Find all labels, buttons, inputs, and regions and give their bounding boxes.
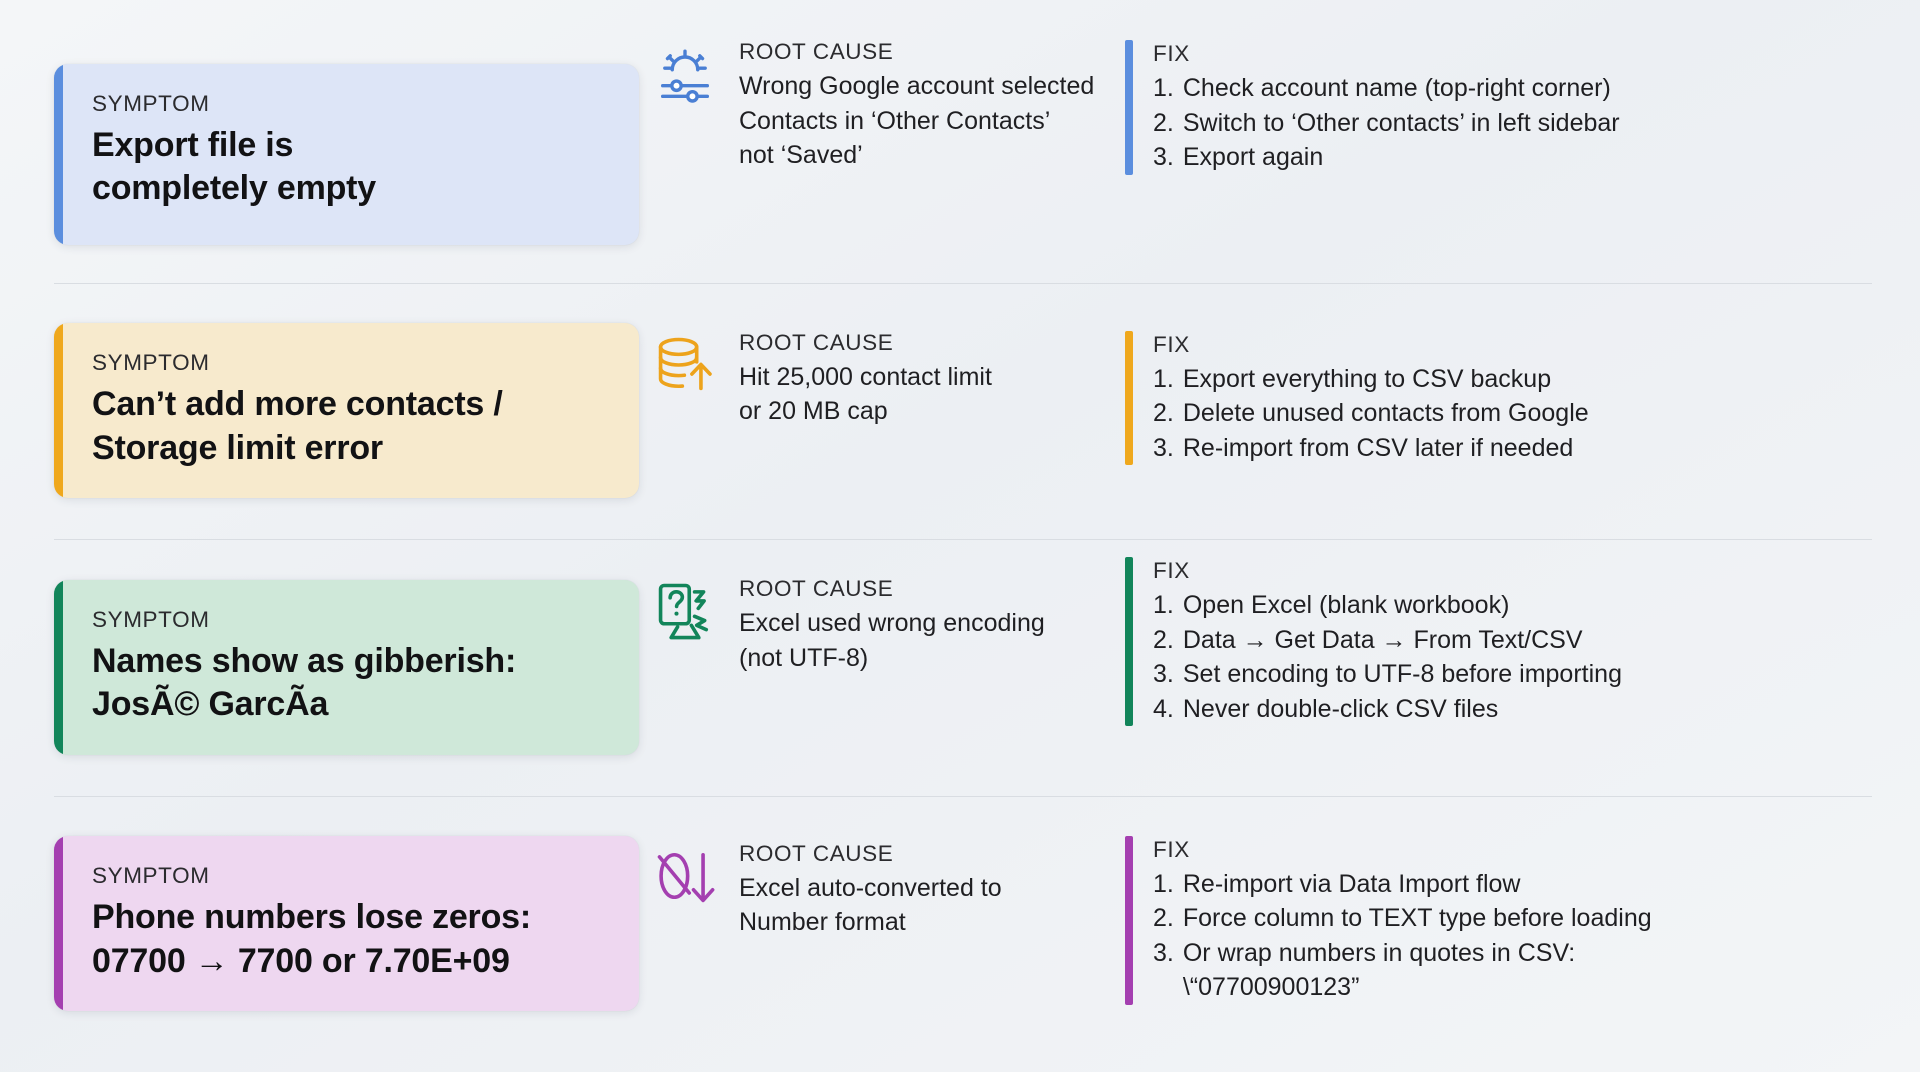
- root-cause-text: Excel auto-converted to Number format: [739, 873, 1002, 937]
- fix-step-number: 1.: [1153, 869, 1174, 898]
- fix-step: 3. Set encoding to UTF-8 before importing: [1153, 657, 1622, 692]
- fix-step-text: Export again: [1182, 143, 1324, 171]
- fix-accent-bar: [1125, 557, 1133, 726]
- card-accent-bar: [54, 579, 63, 755]
- fix-label: FIX: [1153, 836, 1190, 862]
- fix-step-text: Set encoding to UTF-8 before importing: [1182, 660, 1622, 688]
- symptom-label: SYMPTOM: [92, 350, 210, 376]
- troubleshooting-row: SYMPTOM Can’t add more contacts / Storag…: [34, 282, 1886, 540]
- fix-step-text: Re-import via Data Import flow: [1182, 869, 1521, 898]
- symptom-card: SYMPTOM Export file is completely empty: [54, 63, 639, 245]
- fix-step-number: 1.: [1153, 364, 1174, 393]
- fix-step-number: 3.: [1153, 433, 1174, 462]
- fix-step-number: 2.: [1153, 625, 1174, 654]
- fix-step: 2. Delete unused contacts from Google: [1153, 396, 1589, 431]
- fix-step-text: Force column to TEXT type before loading: [1182, 904, 1652, 932]
- fix-step-number: 2.: [1153, 904, 1174, 932]
- fix-step-number: 3.: [1153, 143, 1174, 171]
- fix-block: FIX 1. Open Excel (blank workbook) 2. Data…: [1125, 539, 1886, 726]
- fix-step-number: 1.: [1153, 74, 1174, 102]
- fix-step-number: 1.: [1153, 591, 1174, 619]
- troubleshooting-row: SYMPTOM Names show as gibberish: JosÃ© G…: [34, 539, 1886, 796]
- fix-step: 3. Re-import from CSV later if needed: [1153, 431, 1589, 466]
- root-cause-text: Hit 25,000 contact limit or 20 MB cap: [739, 362, 992, 426]
- fix-step-list: 1. Export everything to CSV backup 2. Dele…: [1153, 362, 1589, 466]
- root-cause-label: ROOT CAUSE: [739, 329, 894, 355]
- symptom-label: SYMPTOM: [92, 90, 210, 116]
- fix-step-number: 2.: [1153, 108, 1174, 137]
- fix-step-text: Switch to ‘Other contacts’ in left sideb…: [1182, 108, 1620, 137]
- fix-block: FIX 1. Export everything to CSV backup 2.…: [1125, 283, 1886, 466]
- root-cause-block: ROOT CAUSE Excel auto-converted to Numbe…: [649, 796, 1124, 940]
- symptom-card: SYMPTOM Phone numbers lose zeros: 07700 …: [54, 836, 639, 1012]
- fix-step: 1. Export everything to CSV backup: [1153, 362, 1589, 397]
- fix-step-text: Data → Get Data → From Text/CSV: [1182, 625, 1583, 654]
- fix-step: 1. Re-import via Data Import flow: [1153, 867, 1652, 902]
- fix-step-number: 4.: [1153, 694, 1174, 723]
- fix-step-text: Check account name (top-right corner): [1182, 74, 1611, 102]
- card-accent-bar: [54, 836, 63, 1012]
- fix-step-text: Delete unused contacts from Google: [1182, 399, 1589, 427]
- fix-step: 1. Open Excel (blank workbook): [1153, 588, 1622, 623]
- fix-step: 3. Export again: [1153, 140, 1620, 175]
- symptom-text: Phone numbers lose zeros: 07700 → 7700 o…: [92, 898, 531, 980]
- root-cause-text: Wrong Google account selected Contacts i…: [739, 72, 1095, 169]
- symptom-label: SYMPTOM: [92, 863, 210, 889]
- fix-step-list: 1.Check account name (top-right corner) …: [1153, 71, 1620, 175]
- fix-step: 4. Never double-click CSV files: [1153, 692, 1622, 727]
- fix-step-text: Re-import from CSV later if needed: [1182, 433, 1574, 462]
- fix-block: FIX 1. Re-import via Data Import flow 2. F…: [1125, 796, 1886, 1005]
- symptom-text: Can’t add more contacts / Storage limit …: [92, 385, 503, 467]
- symptom-text: Export file is completely empty: [92, 125, 377, 208]
- fix-step-text: Never double-click CSV files: [1182, 694, 1499, 723]
- root-cause-block: ROOT CAUSE Hit 25,000 contact limit or 2…: [649, 283, 1124, 429]
- fix-step: 3. Or wrap numbers in quotes in CSV: \“07…: [1153, 936, 1652, 1005]
- fix-label: FIX: [1153, 41, 1190, 66]
- fix-step-number: 3.: [1153, 660, 1174, 688]
- settings-sliders-icon: [649, 38, 721, 110]
- fix-step-number: 3.: [1153, 938, 1174, 967]
- fix-block: FIX 1. Check account name (top-right corn…: [1125, 26, 1886, 175]
- symptom-text: Names show as gibberish: JosÃ© GarcÃ­a: [92, 641, 517, 724]
- fix-label: FIX: [1153, 558, 1190, 583]
- unknown-character-icon: [649, 575, 721, 647]
- fix-accent-bar: [1125, 40, 1133, 175]
- fix-step: 2. Switch to ‘Other contacts’ in left sid…: [1153, 106, 1620, 141]
- root-cause-block: ROOT CAUSE Wrong Google account selected…: [649, 26, 1124, 173]
- root-cause-block: ROOT CAUSE Excel used wrong encoding (no…: [649, 539, 1124, 675]
- symptom-label: SYMPTOM: [92, 606, 210, 632]
- troubleshooting-row: SYMPTOM Phone numbers lose zeros: 07700 …: [34, 795, 1886, 1053]
- fix-step-text: Export everything to CSV backup: [1182, 364, 1552, 393]
- root-cause-label: ROOT CAUSE: [739, 576, 894, 601]
- zero-stripped-down-arrow-icon: [649, 840, 721, 912]
- fix-step-list: 1. Open Excel (blank workbook) 2. Data → G…: [1153, 588, 1622, 726]
- fix-step-text: Or wrap numbers in quotes in CSV: \“0770…: [1182, 938, 1576, 1002]
- symptom-card: SYMPTOM Names show as gibberish: JosÃ© G…: [54, 579, 639, 755]
- fix-accent-bar: [1125, 835, 1133, 1005]
- card-accent-bar: [54, 63, 63, 245]
- card-accent-bar: [54, 323, 63, 499]
- symptom-card: SYMPTOM Can’t add more contacts / Storag…: [54, 323, 639, 499]
- fix-label: FIX: [1153, 331, 1190, 357]
- fix-step: 2. Data → Get Data → From Text/CSV: [1153, 623, 1622, 658]
- database-upload-icon: [649, 329, 721, 401]
- fix-step-number: 2.: [1153, 399, 1174, 427]
- fix-step-list: 1. Re-import via Data Import flow 2. Force…: [1153, 867, 1652, 1005]
- fix-accent-bar: [1125, 330, 1133, 465]
- fix-step: 2. Force column to TEXT type before loadi…: [1153, 901, 1652, 936]
- fix-step: 1. Check account name (top-right corner): [1153, 71, 1620, 106]
- root-cause-label: ROOT CAUSE: [739, 840, 894, 866]
- troubleshooting-row: SYMPTOM Export file is completely empty …: [34, 26, 1886, 283]
- root-cause-label: ROOT CAUSE: [739, 39, 894, 64]
- root-cause-text: Excel used wrong encoding (not UTF-8): [739, 609, 1045, 672]
- fix-step-text: Open Excel (blank workbook): [1182, 591, 1510, 619]
